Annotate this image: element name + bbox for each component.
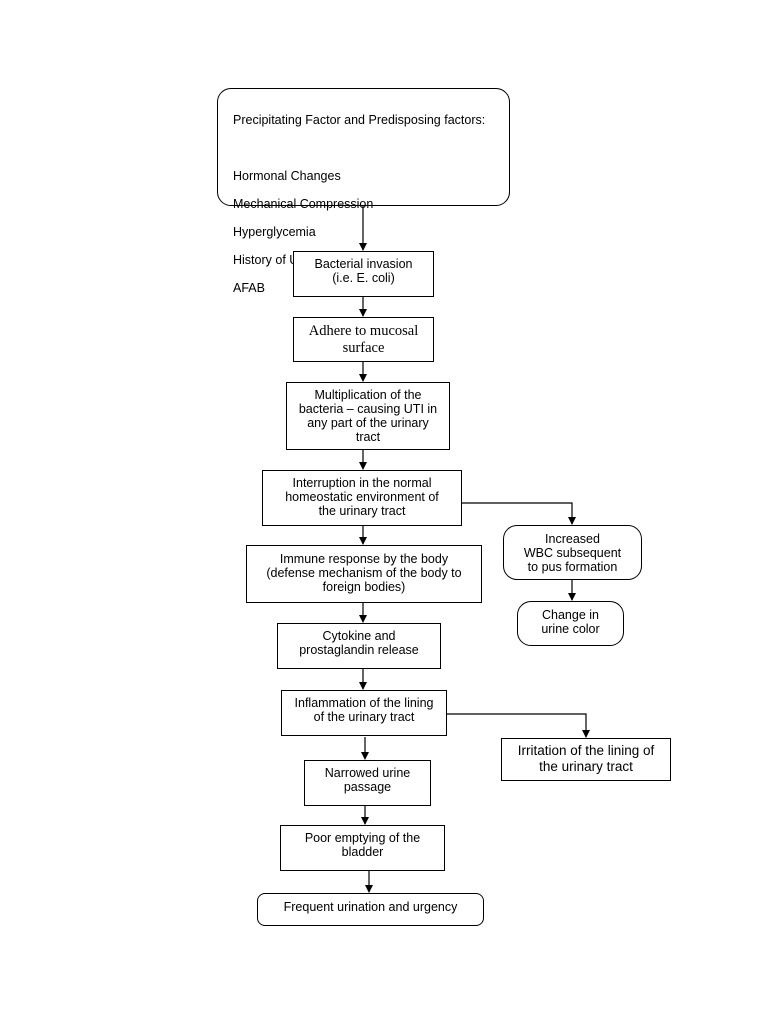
factor-item: Mechanical Compression xyxy=(233,197,374,211)
narrowed-passage-box: Narrowed urine passage xyxy=(304,760,431,806)
increased-wbc-box: Increased WBC subsequent to pus formatio… xyxy=(503,525,642,580)
immune-response-box: Immune response by the body (defense mec… xyxy=(246,545,482,603)
factors-heading: Precipitating Factor and Predisposing fa… xyxy=(233,113,486,127)
change-urine-color-box: Change in urine color xyxy=(517,601,624,646)
inflammation-box: Inflammation of the lining of the urinar… xyxy=(281,690,447,736)
irritation-box: Irritation of the lining of the urinary … xyxy=(501,738,671,781)
cytokine-box: Cytokine and prostaglandin release xyxy=(277,623,441,669)
predisposing-factors-box: Precipitating Factor and Predisposing fa… xyxy=(217,88,510,295)
factor-item: Hormonal Changes xyxy=(233,169,341,183)
arrow-inflammation-to-irritation xyxy=(447,713,590,738)
multiplication-box: Multiplication of the bacteria – causing… xyxy=(286,382,450,450)
bacterial-invasion-box: Bacterial invasion (i.e. E. coli) xyxy=(293,251,434,297)
interruption-box: Interruption in the normal homeostatic e… xyxy=(262,470,462,526)
poor-emptying-box: Poor emptying of the bladder xyxy=(280,825,445,871)
factor-item: AFAB xyxy=(233,281,265,295)
arrow-interruption-to-wbc xyxy=(462,502,576,525)
adhere-mucosal-box: Adhere to mucosal surface xyxy=(293,317,434,362)
frequent-urination-box: Frequent urination and urgency xyxy=(257,893,484,926)
factor-item: Hyperglycemia xyxy=(233,225,316,239)
